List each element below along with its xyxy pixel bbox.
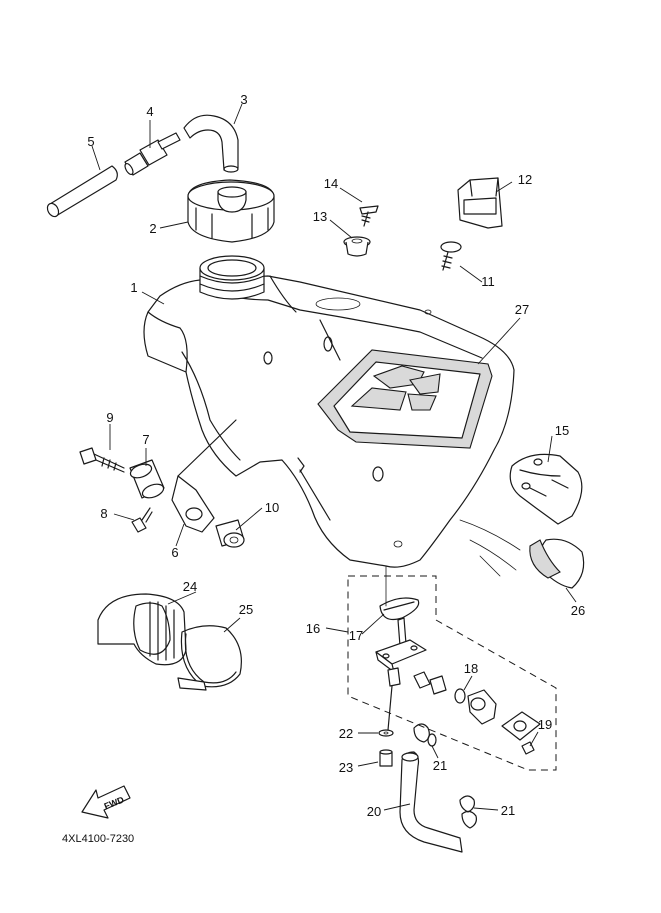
callout-3: 3 [240, 92, 247, 107]
callout-15: 15 [555, 423, 569, 438]
part-1-fuel-tank [143, 255, 515, 568]
part-15-mount-rubber [509, 453, 583, 525]
callout-21a: 21 [433, 758, 447, 773]
callout-25: 25 [239, 602, 253, 617]
fuel-cock-lever [467, 689, 497, 725]
callout-20: 20 [367, 804, 381, 819]
part-11-bolt [440, 241, 462, 271]
callout-24: 24 [183, 579, 197, 594]
part-12-clip [457, 177, 503, 229]
callout-2: 2 [149, 221, 156, 236]
callout-4: 4 [146, 104, 153, 119]
callout-9: 9 [106, 410, 113, 425]
part-18-oring [413, 671, 466, 704]
part-19-plate [501, 711, 541, 755]
callout-22: 22 [339, 726, 353, 741]
callout-labels: 1 2 3 4 5 6 7 8 9 10 11 12 13 14 15 16 1… [87, 92, 585, 819]
callout-21c: 21 [501, 803, 515, 818]
fuel-cock-body [375, 617, 427, 731]
part-23-bolt [379, 749, 393, 767]
part-10-collar [215, 519, 245, 548]
part-21-clip-lower [459, 795, 477, 829]
fuel-cock-assembly-box [347, 575, 557, 771]
callout-26: 26 [571, 603, 585, 618]
callout-1: 1 [130, 280, 137, 295]
part-7-collar [129, 459, 165, 499]
callout-12: 12 [518, 172, 532, 187]
part-6-bracket [171, 419, 237, 533]
diagram-part-number: 4XL4100-7230 [62, 833, 134, 845]
part-17-gasket [379, 597, 420, 621]
part-27-emblem [317, 349, 493, 449]
part-22-washer [378, 729, 394, 737]
callout-11: 11 [481, 274, 495, 289]
callout-7: 7 [142, 432, 149, 447]
fwd-arrow-icon: FWD [81, 785, 131, 819]
callout-8: 8 [100, 506, 107, 521]
callout-18: 18 [464, 661, 478, 676]
part-5-hose [46, 165, 118, 218]
part-9-bolt [79, 447, 125, 473]
part-13-collar [343, 236, 371, 257]
callout-10: 10 [265, 500, 279, 515]
part-26-tank-pad [459, 519, 585, 589]
callout-13: 13 [313, 209, 327, 224]
leader-lines [91, 103, 577, 811]
callout-23: 23 [339, 760, 353, 775]
callout-27: 27 [515, 302, 529, 317]
part-24-duct-boot [97, 593, 187, 666]
callout-14: 14 [324, 176, 338, 191]
part-14-screw [359, 205, 379, 227]
part-25-clamp [177, 625, 242, 691]
callout-19: 19 [538, 717, 552, 732]
callout-6: 6 [171, 545, 178, 560]
part-21-clip-upper [413, 723, 437, 747]
part-4-valve [124, 132, 181, 176]
part-20-fuel-hose [399, 751, 463, 853]
part-3-breather-hose [183, 114, 239, 173]
callout-5: 5 [87, 134, 94, 149]
part-8-bolt [131, 507, 153, 533]
callout-17: 17 [349, 628, 363, 643]
callout-16: 16 [306, 621, 320, 636]
part-2-fuel-cap [187, 179, 275, 243]
